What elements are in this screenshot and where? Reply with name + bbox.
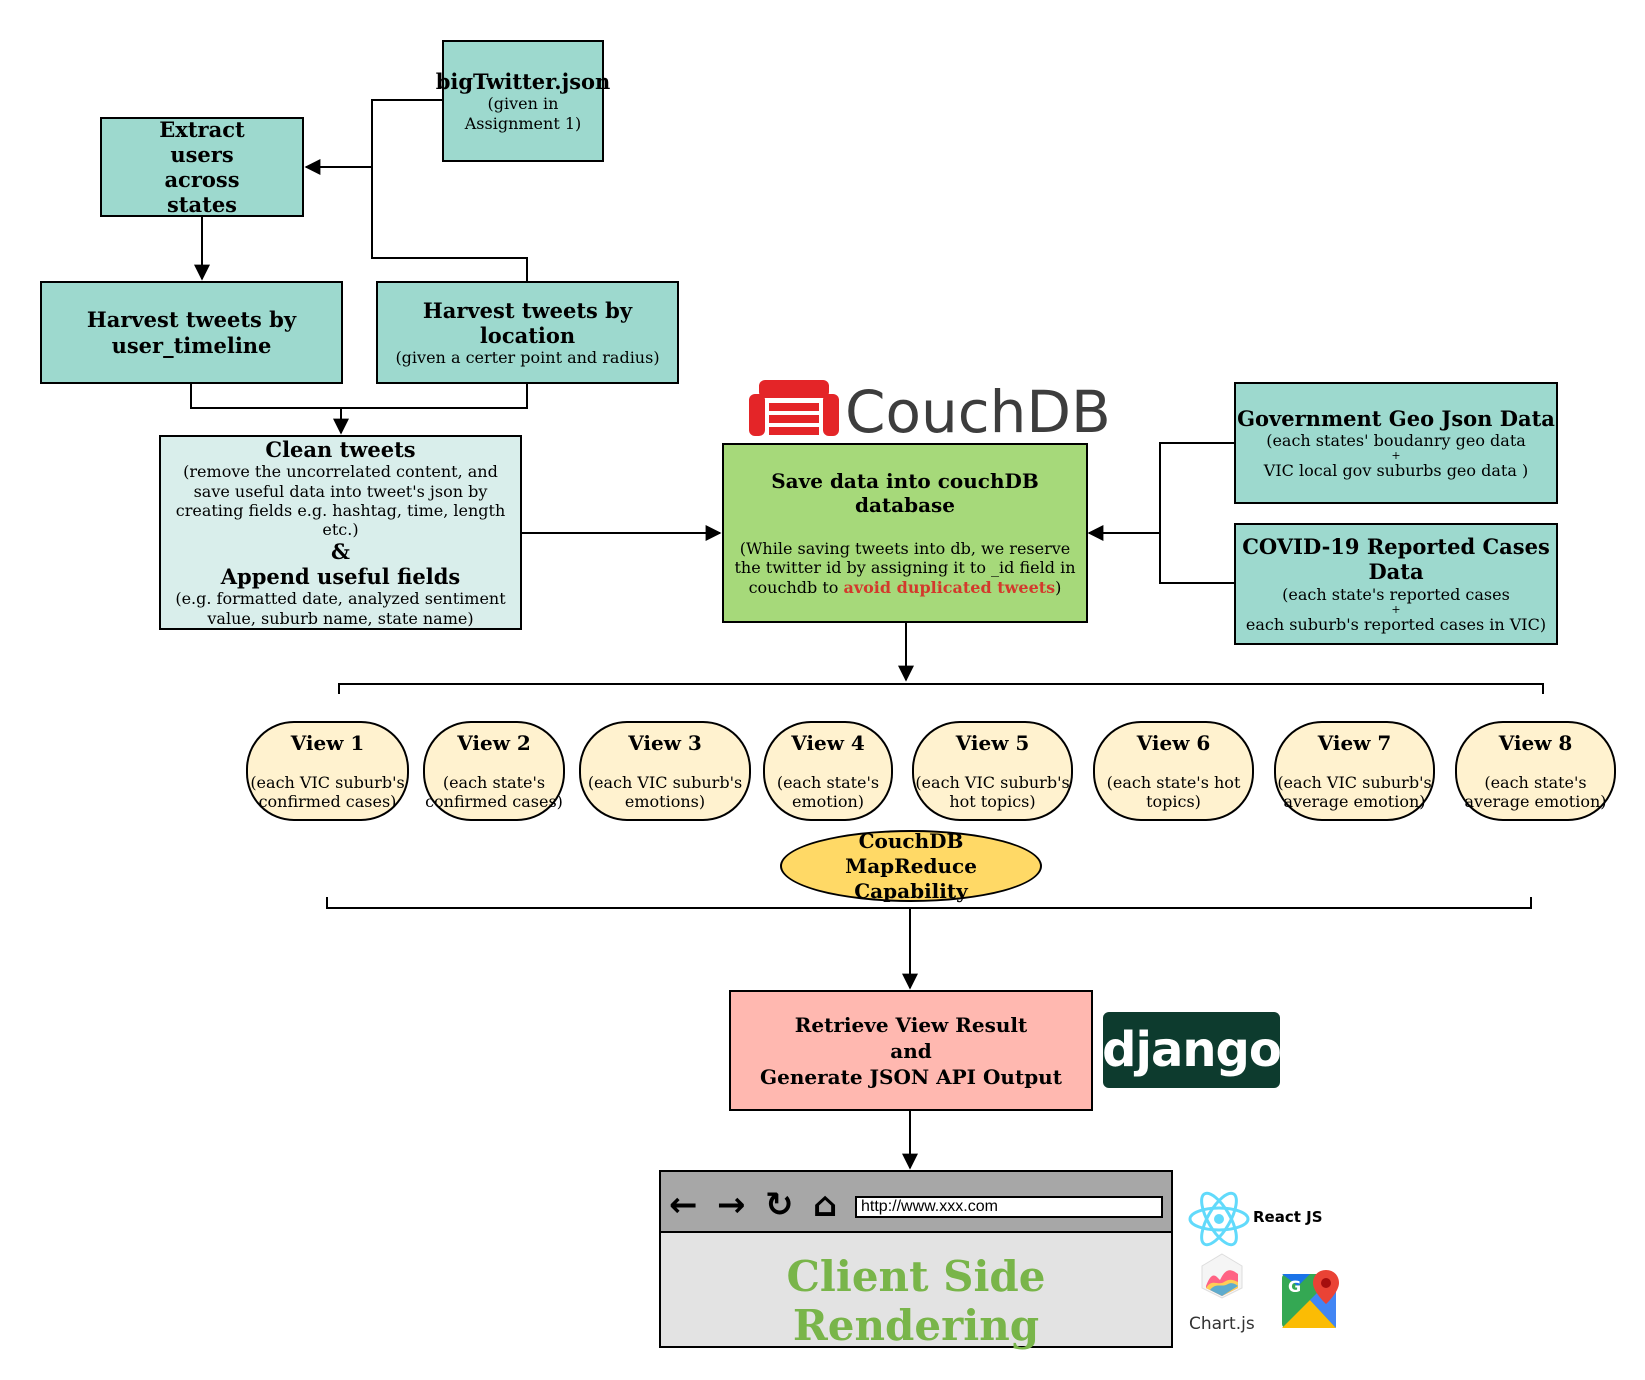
view-6: View 6 (each state's hot topics) [1093, 721, 1254, 821]
gov-geo-line2: VIC local gov suburbs geo data ) [1263, 461, 1529, 481]
views-bottom-bracket [326, 897, 1532, 909]
harvest-location-box: Harvest tweets by location (given a cert… [376, 281, 679, 384]
append-fields-note: (e.g. formatted date, analyzed sentiment… [175, 589, 506, 628]
bigtwitter-note: (given in Assignment 1) [464, 94, 582, 133]
mapreduce-title: CouchDB MapReduce Capability [845, 828, 977, 903]
couchdb-logo-text: CouchDB [845, 378, 1111, 446]
views-top-bracket [338, 683, 1544, 694]
line-sources-merge [1159, 442, 1234, 584]
couch-icon [749, 380, 839, 436]
view-2: View 2 (each state's confirmed cases) [423, 721, 565, 821]
django-logo-text: django [1102, 1022, 1282, 1078]
gov-geo-plus: + [1391, 449, 1401, 463]
clean-tweets-note: (remove the uncorrelated content, and sa… [175, 462, 506, 539]
chartjs-icon [1201, 1253, 1243, 1299]
extract-users-title: Extract users across states [159, 116, 245, 218]
harvest-location-title: Harvest tweets by location [422, 297, 633, 348]
covid-cases-box: COVID-19 Reported Cases Data (each state… [1234, 523, 1558, 645]
view-4-desc: (each state's emotion) [776, 773, 880, 812]
line-location-to-junction [371, 167, 528, 281]
couchdb-logo: CouchDB [745, 378, 1111, 446]
view-2-desc: (each state's confirmed cases) [425, 773, 563, 812]
back-arrow-icon: ← [669, 1185, 698, 1225]
chartjs-label: Chart.js [1189, 1314, 1255, 1334]
mapreduce-capability: CouchDB MapReduce Capability [780, 828, 1042, 903]
save-data-box: Save data into couchDB database (While s… [722, 443, 1088, 623]
google-maps-icon: G [1282, 1270, 1339, 1328]
view-1: View 1 (each VIC suburb's confirmed case… [246, 721, 409, 821]
view-7-desc: (each VIC suburb's average emotion) [1277, 773, 1432, 812]
gov-geo-title: Government Geo Json Data [1237, 405, 1555, 431]
view-6-desc: (each state's hot topics) [1106, 773, 1241, 812]
react-icon [1188, 1191, 1250, 1247]
retrieve-line2: and [890, 1038, 932, 1063]
forward-arrow-icon: → [717, 1185, 746, 1225]
bigtwitter-json-box: bigTwitter.json (given in Assignment 1) [436, 40, 610, 162]
url-bar: http://www.xxx.com [855, 1196, 1163, 1218]
view-1-title: View 1 [290, 731, 365, 755]
view-7: View 7 (each VIC suburb's average emotio… [1274, 721, 1435, 821]
view-5: View 5 (each VIC suburb's hot topics) [912, 721, 1073, 821]
browser-toolbar: ← → ↻ ⌂ http://www.xxx.com [661, 1172, 1171, 1233]
view-1-desc: (each VIC suburb's confirmed cases) [250, 773, 405, 812]
clean-tweets-title: Clean tweets [265, 437, 416, 463]
bigtwitter-title: bigTwitter.json [435, 69, 611, 95]
view-8-desc: (each state's average emotion) [1464, 773, 1607, 812]
retrieve-line1: Retrieve View Result [794, 1012, 1028, 1037]
react-js-label: React JS [1253, 1208, 1323, 1226]
view-7-title: View 7 [1317, 731, 1392, 755]
covid-line1: (each state's reported cases [1282, 584, 1510, 604]
harvest-timeline-box: Harvest tweets by user_timeline [40, 281, 343, 384]
view-3-title: View 3 [628, 731, 702, 755]
view-8: View 8 (each state's average emotion) [1455, 721, 1616, 821]
save-data-note-text: (While saving tweets into db, we reserve… [734, 539, 1076, 597]
view-8-title: View 8 [1498, 731, 1573, 755]
save-data-note-end: ) [1055, 577, 1062, 597]
extract-users-box: Extract users across states [100, 117, 304, 217]
view-2-title: View 2 [457, 731, 531, 755]
retrieve-view-box: Retrieve View Result and Generate JSON A… [729, 990, 1093, 1111]
covid-line2: each suburb's reported cases in VIC) [1245, 614, 1547, 634]
view-3-desc: (each VIC suburb's emotions) [587, 773, 743, 812]
covid-title: COVID-19 Reported Cases Data [1242, 534, 1550, 585]
harvest-location-note: (given a certer point and radius) [395, 348, 660, 368]
ampersand: & [331, 539, 350, 565]
gov-geo-json-box: Government Geo Json Data (each states' b… [1234, 382, 1558, 504]
view-3: View 3 (each VIC suburb's emotions) [579, 721, 751, 821]
view-4: View 4 (each state's emotion) [763, 721, 893, 821]
svg-text:G: G [1288, 1277, 1301, 1296]
view-4-title: View 4 [791, 731, 865, 755]
home-icon: ⌂ [813, 1185, 838, 1225]
line-harvest-merge [190, 384, 528, 409]
harvest-timeline-title: Harvest tweets by user_timeline [86, 307, 297, 358]
gov-geo-line1: (each states' boudanry geo data [1266, 430, 1526, 450]
clean-tweets-box: Clean tweets (remove the uncorrelated co… [159, 435, 522, 630]
save-data-highlight: avoid duplicated tweets [843, 577, 1056, 597]
reload-icon: ↻ [765, 1185, 794, 1225]
django-logo: django [1102, 1012, 1282, 1088]
append-fields-title: Append useful fields [220, 564, 461, 590]
arrow-bigtwitter-to-extract [304, 99, 442, 175]
save-data-note: (While saving tweets into db, we reserve… [730, 539, 1080, 597]
save-data-title: Save data into couchDB database [771, 469, 1039, 518]
view-5-desc: (each VIC suburb's hot topics) [915, 773, 1070, 812]
view-6-title: View 6 [1136, 731, 1211, 755]
covid-plus: + [1391, 602, 1401, 616]
client-side-rendering-label: Client Side Rendering [786, 1252, 1046, 1350]
browser-window: ← → ↻ ⌂ http://www.xxx.com Client Side R… [659, 1170, 1173, 1350]
view-5-title: View 5 [955, 731, 1030, 755]
retrieve-line3: Generate JSON API Output [760, 1064, 1062, 1089]
